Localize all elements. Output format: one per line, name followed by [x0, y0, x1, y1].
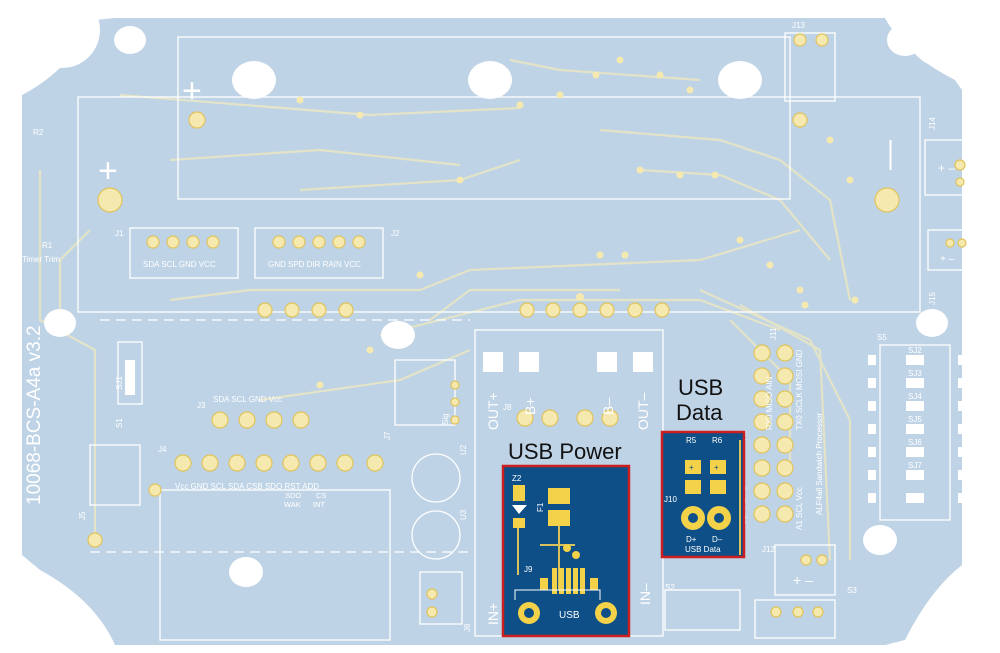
- label-j4-pins: Vcc GND SCL SDA CSB SDO RST ADD: [175, 482, 319, 491]
- label-j3-pins: SDA SCL GND Vcc: [213, 395, 282, 404]
- label-j2-pins: GND SPD DIR RAIN VCC: [268, 260, 361, 269]
- label-sj2: SJ2: [908, 346, 922, 355]
- label-plus-minus-j12: + –: [793, 572, 813, 588]
- label-usb-data-small: USB Data: [685, 545, 721, 554]
- label-b-plus: B+: [522, 397, 538, 415]
- label-j1-pins: SDA SCL GND VCC: [143, 260, 216, 269]
- label-sj6: SJ6: [908, 438, 922, 447]
- label-j15: J15: [928, 292, 937, 305]
- pad-plus: +: [689, 463, 694, 472]
- label-out-minus: OUT–: [635, 392, 651, 430]
- label-sj4: SJ4: [908, 392, 922, 401]
- label-s3: S3: [847, 586, 857, 595]
- label-plus-minus-j14: + –: [938, 161, 955, 175]
- label-j4-sdo: SDO: [285, 491, 301, 500]
- board-id-label: 10068-BCS-A4a v3.2: [24, 325, 45, 505]
- usb-power-region: Z2 F1 J9 USB: [501, 464, 631, 638]
- label-r1: R1: [42, 241, 53, 250]
- label-j3: J3: [197, 401, 206, 410]
- mounting-hole: [0, 588, 72, 653]
- callout-usb-data-line2: Data: [676, 400, 723, 425]
- mounting-hole: [907, 0, 983, 68]
- label-j7: J7: [383, 431, 392, 440]
- label-j6: J6: [463, 623, 472, 632]
- label-plus-top: +: [182, 72, 202, 110]
- label-header-col1: RX0 MISO AIN: [765, 376, 774, 430]
- label-in-minus: IN–: [637, 583, 653, 605]
- label-j9: J9: [524, 565, 533, 574]
- label-j8: J8: [503, 403, 512, 412]
- label-d-minus: D–: [712, 535, 723, 544]
- label-sj5: SJ5: [908, 415, 922, 424]
- label-out-plus: OUT+: [485, 392, 501, 430]
- label-s2: S2: [665, 583, 675, 592]
- label-j1: J1: [115, 229, 124, 238]
- label-plus-minus-j15: + –: [940, 254, 955, 265]
- pad-plus: +: [714, 463, 719, 472]
- label-j5: J5: [78, 511, 87, 520]
- label-j4-cs: CS: [316, 491, 326, 500]
- label-j4-int: INT: [313, 500, 326, 509]
- label-s1: S1: [115, 418, 124, 428]
- label-usb: USB: [559, 610, 580, 621]
- mounting-hole: [926, 588, 1000, 653]
- board-holes: [44, 24, 948, 587]
- callout-usb-data-line1: USB: [678, 375, 723, 400]
- label-b-minus: B–: [600, 398, 616, 415]
- callout-usb-power: USB Power: [508, 439, 622, 464]
- through-hole-pads: [87, 33, 967, 618]
- label-z2: Z2: [512, 474, 522, 483]
- label-timer-trim: Timer Trim: [22, 255, 60, 264]
- mounting-hole: [24, 0, 100, 68]
- label-f1: F1: [536, 502, 545, 512]
- header-j11: [753, 344, 794, 523]
- label-d-plus: D+: [686, 535, 697, 544]
- label-r6: R6: [712, 436, 723, 445]
- silkscreen-outlines: [77, 32, 981, 641]
- label-r2: R2: [33, 128, 44, 137]
- label-processor: ALF4all Sandwich Processor: [815, 412, 824, 515]
- label-j4: J4: [158, 445, 167, 454]
- label-u2: U2: [459, 444, 468, 455]
- label-j12: J12: [762, 545, 775, 554]
- label-j2: J2: [391, 229, 400, 238]
- label-sj7: SJ7: [908, 461, 922, 470]
- label-plus-left: +: [98, 152, 118, 190]
- label-j13: J13: [792, 21, 805, 30]
- silkscreen-text: 10068-BCS-A4a v3.2 R2 R1 Timer Trim J1 S…: [22, 21, 955, 632]
- label-in-plus: IN+: [485, 603, 501, 625]
- label-j14: J14: [928, 117, 937, 130]
- trace-layer: [38, 58, 852, 561]
- label-s5: S5: [877, 333, 887, 342]
- label-sj1: SJ1: [115, 376, 124, 390]
- label-sj3: SJ3: [908, 369, 922, 378]
- label-j4-wak: WAK: [284, 500, 301, 509]
- label-minus-right: —: [872, 140, 905, 170]
- label-j10: J10: [664, 495, 677, 504]
- label-j11: J11: [769, 327, 778, 340]
- pcb-board: [22, 18, 962, 645]
- label-header-col5: A1 SCL Vcc: [795, 487, 804, 530]
- label-header-col2: TX0 SCLK MOSI GND: [795, 349, 804, 430]
- solder-jumpers: [125, 352, 968, 503]
- usb-data-region: + + R5 R6 J10 D+ D– USB Data: [660, 430, 746, 559]
- label-u3: U3: [459, 509, 468, 520]
- label-sig: Sig: [441, 413, 450, 425]
- label-r5: R5: [686, 436, 697, 445]
